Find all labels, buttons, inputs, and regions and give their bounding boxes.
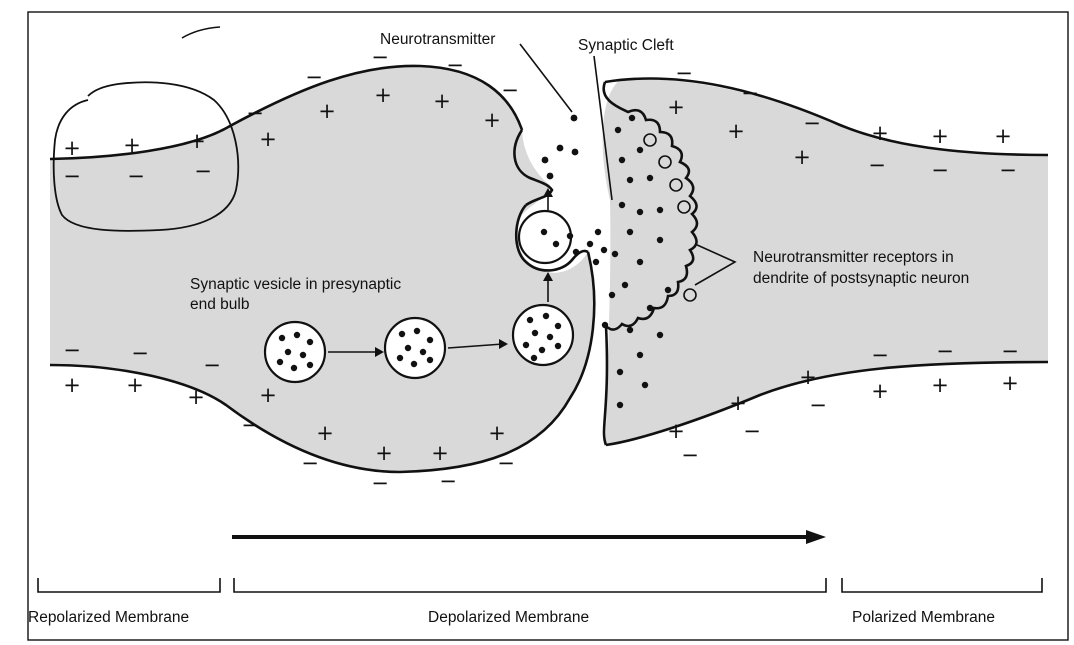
svg-text:−: − (371, 45, 389, 69)
svg-text:+: + (318, 99, 336, 123)
svg-text:+: + (123, 133, 141, 157)
svg-text:+: + (188, 129, 206, 153)
svg-text:+: + (799, 365, 817, 389)
vesicle-2 (385, 318, 445, 378)
svg-text:−: − (809, 393, 827, 417)
docked-vesicle (519, 211, 571, 263)
svg-text:−: − (305, 65, 323, 89)
svg-text:−: − (301, 451, 319, 475)
svg-text:−: − (127, 164, 145, 188)
svg-text:+: + (259, 127, 277, 151)
vesicle-3 (513, 305, 573, 365)
svg-text:+: + (931, 373, 949, 397)
svg-text:+: + (994, 124, 1012, 148)
svg-text:+: + (483, 108, 501, 132)
svg-text:−: − (194, 159, 212, 183)
svg-text:+: + (727, 119, 745, 143)
svg-text:+: + (374, 83, 392, 107)
svg-text:−: − (63, 338, 81, 362)
svg-text:+: + (667, 95, 685, 119)
svg-text:+: + (259, 383, 277, 407)
vesicle-1 (265, 322, 325, 382)
svg-text:+: + (433, 89, 451, 113)
svg-text:+: + (729, 391, 747, 415)
propagation-arrow (232, 530, 826, 544)
svg-text:−: − (241, 413, 259, 437)
label-synaptic-cleft: Synaptic Cleft (578, 37, 674, 54)
svg-text:−: − (868, 153, 886, 177)
svg-text:+: + (1001, 371, 1019, 395)
region-brackets (38, 578, 1042, 592)
svg-text:−: − (999, 158, 1017, 182)
svg-text:+: + (667, 419, 685, 443)
svg-text:−: − (931, 158, 949, 182)
svg-text:−: − (803, 111, 821, 135)
label-polarized-membrane: Polarized Membrane (852, 609, 995, 626)
svg-text:+: + (793, 145, 811, 169)
svg-text:−: − (371, 471, 389, 495)
label-vesicle-line1: Synaptic vesicle in presynaptic (190, 276, 401, 293)
svg-text:−: − (497, 451, 515, 475)
svg-text:−: − (936, 339, 954, 363)
label-vesicle-line2: end bulb (190, 296, 249, 313)
presynaptic-neuron (50, 66, 594, 472)
svg-text:−: − (501, 78, 519, 102)
svg-text:+: + (488, 421, 506, 445)
label-neurotransmitter: Neurotransmitter (380, 31, 495, 48)
label-receptors-line1: Neurotransmitter receptors in (753, 249, 954, 266)
svg-text:−: − (675, 61, 693, 85)
label-repolarized-membrane: Repolarized Membrane (28, 609, 189, 626)
svg-text:−: − (246, 101, 264, 125)
svg-text:+: + (63, 373, 81, 397)
svg-text:−: − (63, 164, 81, 188)
svg-text:−: − (131, 341, 149, 365)
svg-text:+: + (375, 441, 393, 465)
svg-text:−: − (439, 469, 457, 493)
svg-text:+: + (431, 441, 449, 465)
svg-text:−: − (203, 353, 221, 377)
svg-text:−: − (871, 343, 889, 367)
svg-text:+: + (187, 385, 205, 409)
label-depolarized-membrane: Depolarized Membrane (428, 609, 589, 626)
svg-text:+: + (63, 136, 81, 160)
svg-text:−: − (1001, 339, 1019, 363)
svg-text:−: − (681, 443, 699, 467)
svg-text:+: + (931, 124, 949, 148)
svg-text:+: + (126, 373, 144, 397)
svg-text:−: − (743, 419, 761, 443)
svg-text:+: + (316, 421, 334, 445)
svg-text:+: + (871, 379, 889, 403)
svg-text:−: − (446, 53, 464, 77)
svg-text:+: + (871, 121, 889, 145)
label-receptors-line2: dendrite of postsynaptic neuron (753, 270, 969, 287)
svg-text:−: − (741, 81, 759, 105)
